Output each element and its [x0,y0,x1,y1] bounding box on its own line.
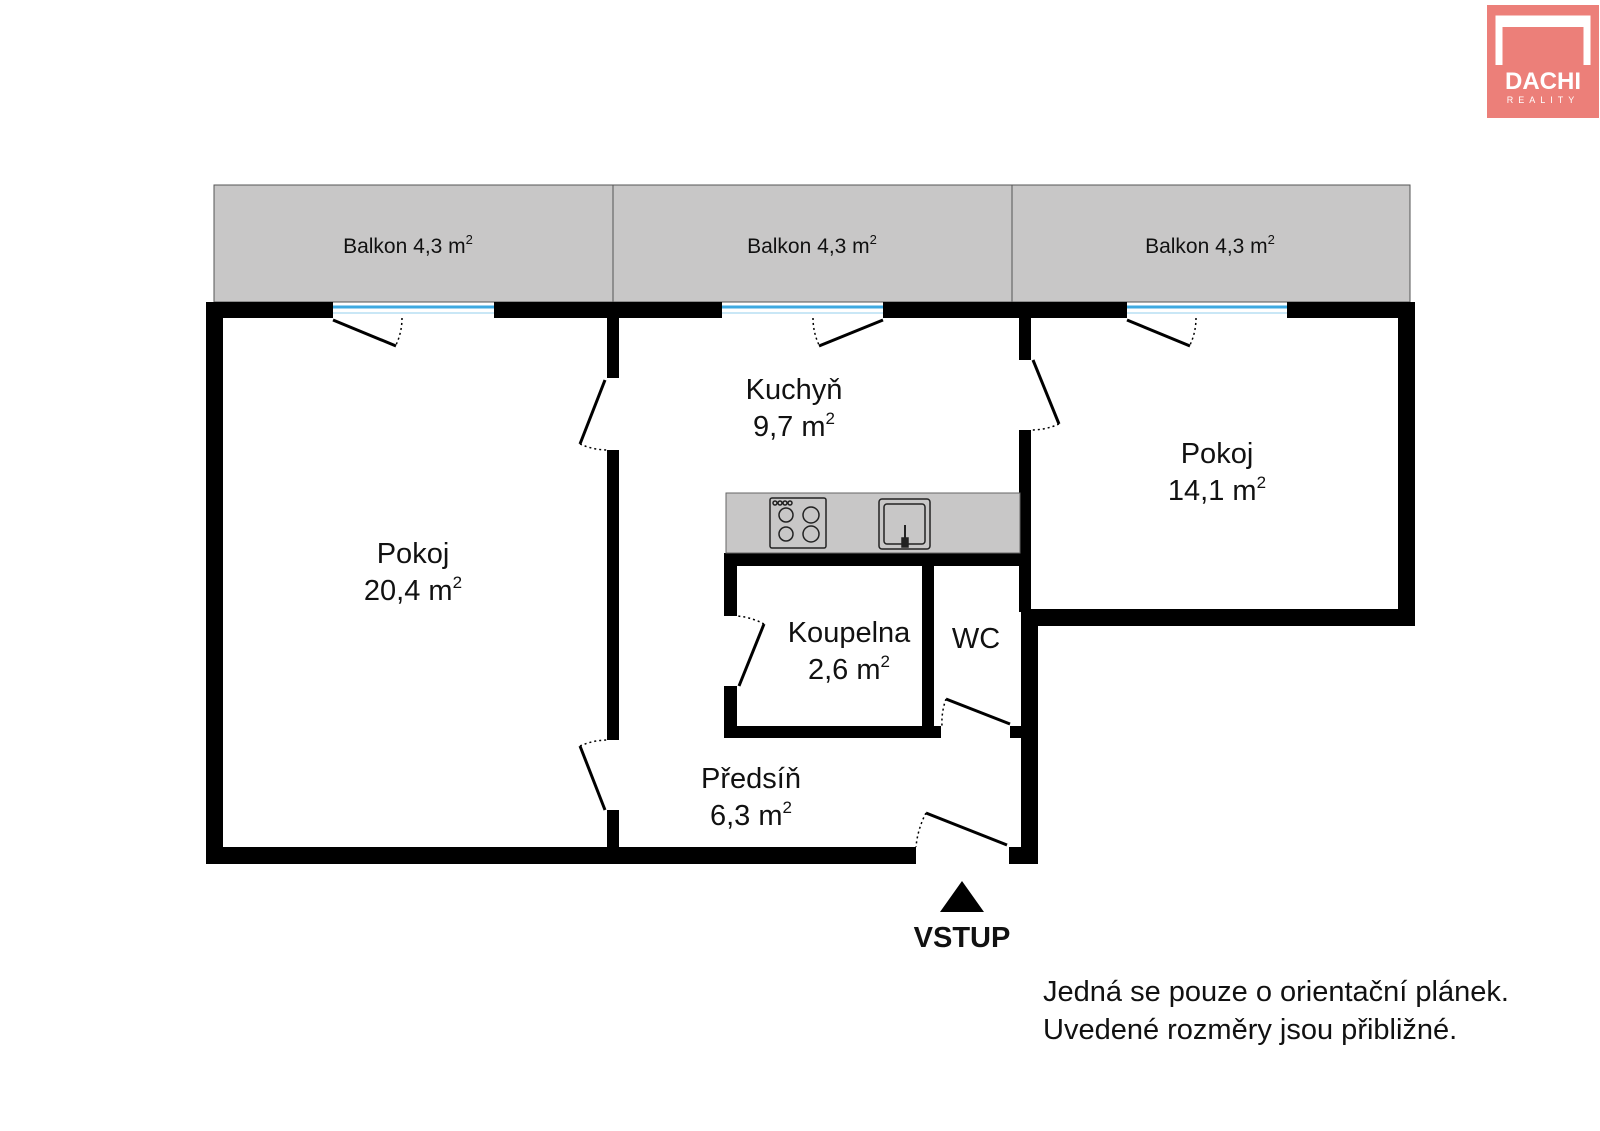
house-mark-icon [1495,15,1591,65]
balcony-2 [612,184,1013,303]
room-predsin-area: 6,3 m2 [710,798,792,832]
door-pokoj-left-lower [578,739,608,811]
dachi-logo: DACHI REALITY [1487,5,1599,118]
walls [206,302,1415,864]
room-koupelna-area: 2,6 m2 [808,652,890,686]
room-wc-name: WC [952,623,1000,655]
balcony-2-label: Balkon 4,3 m2 [747,232,877,258]
entrance-label: VSTUP [914,922,1011,954]
entrance-marker: VSTUP [914,881,1011,954]
door-entrance [915,811,1008,848]
logo-name: DACHI [1505,68,1581,95]
disclaimer-note: Jedná se pouze o orientační plánek. Uved… [1043,973,1583,1049]
room-pokoj-right-name: Pokoj [1181,438,1254,470]
room-koupelna-name: Koupelna [788,617,911,649]
balcony-door-3 [1126,317,1197,348]
room-predsin-name: Předsíň [701,763,801,795]
entrance-arrow-icon [940,881,984,912]
balconies: Balkon 4,3 m2 Balkon 4,3 m2 Balkon 4,3 m… [213,184,1411,303]
room-pokoj-left-name: Pokoj [377,538,450,570]
kitchen-counter [725,492,1021,554]
balcony-3-label: Balkon 4,3 m2 [1145,232,1275,258]
room-pokoj-left-area: 20,4 m2 [364,573,462,607]
disclaimer-line-2: Uvedené rozměry jsou přibližné. [1043,1014,1458,1046]
door-wc [941,697,1011,727]
balcony-door-2 [812,317,884,348]
cooktop-icon [769,497,827,549]
sink-icon [878,498,931,550]
room-kuchyn-area: 9,7 m2 [753,409,835,443]
room-kuchyn-name: Kuchyň [746,374,843,406]
door-koupelna [736,615,766,687]
balcony-3 [1011,184,1411,303]
balcony-1-label: Balkon 4,3 m2 [343,232,473,258]
door-pokoj-left-upper [578,379,608,451]
windows [333,305,1287,314]
room-labels: Pokoj 20,4 m2 Kuchyň 9,7 m2 Pokoj 14,1 m… [364,374,1266,832]
room-pokoj-right-area: 14,1 m2 [1168,473,1266,507]
door-pokoj-right [1030,359,1061,431]
balcony-door-1 [332,317,403,348]
balcony-1 [213,184,614,303]
disclaimer-line-1: Jedná se pouze o orientační plánek. [1043,976,1509,1008]
doors [332,317,1197,848]
logo-sub: REALITY [1506,95,1580,105]
